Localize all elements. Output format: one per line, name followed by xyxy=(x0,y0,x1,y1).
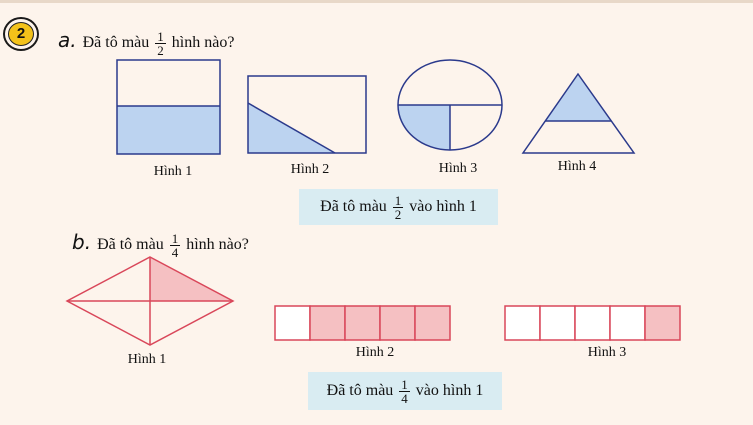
caption-b1: Hình 1 xyxy=(127,352,167,367)
figure-b2-cell xyxy=(274,305,311,341)
caption-b2: Hình 2 xyxy=(355,345,395,360)
answer-a-denominator: 2 xyxy=(392,206,404,222)
figure-b2-cell xyxy=(309,305,346,341)
figure-a4-shaded-top xyxy=(545,74,611,121)
answer-a-numerator: 1 xyxy=(394,192,402,208)
figure-b3-cell xyxy=(609,305,646,341)
answer-a-text-after: vào hình 1 xyxy=(409,198,477,215)
top-border xyxy=(0,0,753,3)
question-a-numerator: 1 xyxy=(157,28,164,44)
figure-a4-outline xyxy=(521,72,636,154)
answer-b-numerator: 1 xyxy=(401,376,408,392)
question-a-text-after: hình nào? xyxy=(171,34,235,51)
answer-b-text-before: Đã tô màu xyxy=(326,382,394,399)
figure-a2-outline xyxy=(247,75,367,154)
caption-a3: Hình 3 xyxy=(438,161,478,176)
exercise-number: 2 xyxy=(8,22,34,46)
caption-b3: Hình 3 xyxy=(587,345,627,360)
answer-b-denominator: 4 xyxy=(399,390,410,406)
figure-b3-cell xyxy=(504,305,541,341)
figure-a1-shaded-half xyxy=(117,106,220,154)
question-b-text-after: hình nào? xyxy=(186,236,249,253)
answer-b-text-after: vào hình 1 xyxy=(415,382,484,399)
figure-b3-cell xyxy=(539,305,576,341)
question-b-denominator: 4 xyxy=(169,244,181,260)
figure-a3 xyxy=(397,59,503,151)
question-a-denominator: 2 xyxy=(155,42,166,58)
question-a-text-before: Đã tô màu xyxy=(82,34,150,51)
figure-a2 xyxy=(247,75,367,154)
figure-b3 xyxy=(504,305,681,341)
marker-a: a. xyxy=(58,28,77,52)
figure-b2-cell xyxy=(344,305,381,341)
figure-a4 xyxy=(521,72,636,154)
figure-a3-shaded-sector xyxy=(398,105,450,150)
caption-a4: Hình 4 xyxy=(557,159,597,174)
marker-b: b. xyxy=(72,230,92,254)
answer-a-text-before: Đã tô màu xyxy=(320,198,387,215)
figure-b3-cell xyxy=(644,305,681,341)
caption-a2: Hình 2 xyxy=(290,162,330,177)
exercise-badge: 2 xyxy=(3,17,39,51)
figure-b3-cell xyxy=(574,305,611,341)
figure-b2-cell xyxy=(379,305,416,341)
figure-a2-diagonal xyxy=(247,102,336,154)
question-b-numerator: 1 xyxy=(171,230,179,246)
figure-b2 xyxy=(274,305,451,341)
caption-a1: Hình 1 xyxy=(153,164,193,179)
figure-a1 xyxy=(116,59,221,155)
figure-a1-outline xyxy=(116,59,221,155)
figure-b2-cell xyxy=(414,305,451,341)
figure-b1 xyxy=(65,256,235,346)
question-b-text-before: Đã tô màu xyxy=(97,236,164,253)
